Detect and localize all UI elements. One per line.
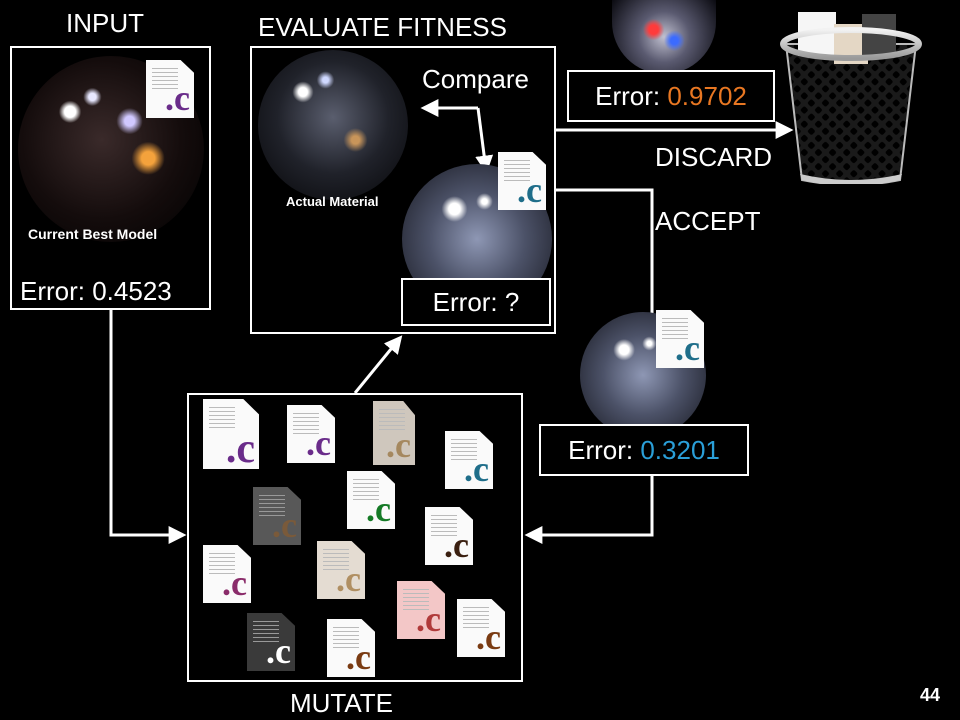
discard-label: DISCARD [655,142,773,172]
c-file-icon: .c [253,487,301,545]
c-file-icon: .c [327,619,375,677]
accept-error-box: Error: 0.3201 [539,424,749,476]
page-number: 44 [919,685,940,705]
c-file-icon: .c [203,545,251,603]
c-file-icon: .c [425,507,473,565]
actual-material-sphere [258,50,408,200]
accept-label: ACCEPT [655,206,761,236]
c-file-icon: .c [445,431,493,489]
compare-label: Compare [422,64,529,94]
trash-can-icon [780,12,922,184]
c-file-icon: .c [457,599,505,657]
mutate-panel: .c .c .c .c .c .c .c .c .c .c .c .c .c [187,393,523,682]
arrow-input-to-mutate [109,310,187,544]
c-file-icon: .c [347,471,395,529]
c-file-icon: .c [397,581,445,639]
c-file-icon: .c [656,310,704,368]
input-panel: .c Current Best Model Error: 0.4523 [10,46,211,310]
discard-error-value: 0.9702 [667,80,747,111]
accept-error-value: 0.3201 [640,434,720,465]
input-label: INPUT [66,8,144,38]
mutate-label: MUTATE [290,688,394,718]
input-error-text: Error: 0.4523 [20,276,172,306]
c-file-icon: .c [146,60,194,118]
actual-material-caption: Actual Material [286,194,379,209]
arrow-compare-down [475,107,494,174]
discard-error-box: Error: 0.9702 [567,70,775,122]
current-best-caption: Current Best Model [28,226,158,242]
c-file-icon: .c [287,405,335,463]
evaluate-label: EVALUATE FITNESS [258,12,507,42]
c-file-icon: .c [373,401,415,465]
c-file-icon: .c [498,152,546,210]
evaluate-error-box: Error: ? [401,278,551,326]
c-file-icon: .c [203,399,259,469]
accept-error-prefix: Error: [568,434,634,465]
evaluate-panel: Actual Material Compare .c [250,46,556,334]
c-file-icon: .c [317,541,365,599]
discard-error-prefix: Error: [595,80,661,111]
c-file-icon: .c [247,613,295,671]
arrow-mutate-to-evaluate [353,335,403,394]
